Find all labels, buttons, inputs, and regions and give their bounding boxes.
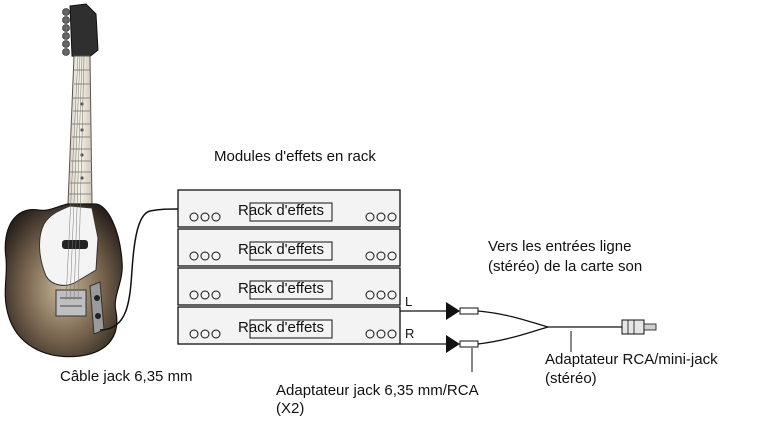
channel-right-label: R (405, 326, 414, 341)
guitar-cable (99, 208, 179, 331)
guitar-bridge (55, 289, 87, 317)
jack-rca-adapter-right (446, 335, 479, 353)
electric-guitar-illustration (4, 3, 123, 358)
rack-unit-label: Rack d'effets (238, 241, 324, 258)
rack-unit-label: Rack d'effets (238, 202, 324, 219)
destination-label-line1: Vers les entrées ligne (488, 238, 632, 255)
rack-unit: Rack d'effets (177, 267, 401, 306)
rack-unit: Rack d'effets (177, 189, 401, 228)
guitar-strings (65, 55, 85, 301)
minijack-plug (621, 319, 657, 335)
rack-unit-label: Rack d'effets (238, 319, 324, 336)
tuning-pegs (62, 8, 70, 56)
effects-rack-stack: Rack d'effets Rack d'effets Rack d'effet… (177, 189, 401, 345)
destination-label-line2: (stéréo) de la carte son (488, 258, 643, 275)
jack-rca-adapter-left (446, 302, 479, 320)
channel-left-label: L (405, 294, 412, 309)
rca-adapter-label-line2: (stéréo) (545, 370, 597, 387)
rack-title-label: Modules d'effets en rack (214, 148, 376, 165)
guitar-headstock (69, 3, 99, 59)
guitar-pickup (62, 240, 88, 249)
stereo-output-cables: L R (400, 294, 448, 345)
rca-to-minijack-y-cable (477, 310, 622, 345)
jack-adapter-label-line1: Adaptateur jack 6,35 mm/RCA (276, 382, 479, 399)
rack-unit-label: Rack d'effets (238, 280, 324, 297)
guitar-cable-label: Câble jack 6,35 mm (60, 368, 193, 385)
neck-inlays (80, 102, 84, 180)
rca-adapter-label-line1: Adaptateur RCA/mini-jack (545, 351, 718, 368)
rack-unit: Rack d'effets (177, 306, 401, 345)
jack-adapter-label-line2: (X2) (276, 400, 305, 417)
rack-unit: Rack d'effets (177, 228, 401, 267)
